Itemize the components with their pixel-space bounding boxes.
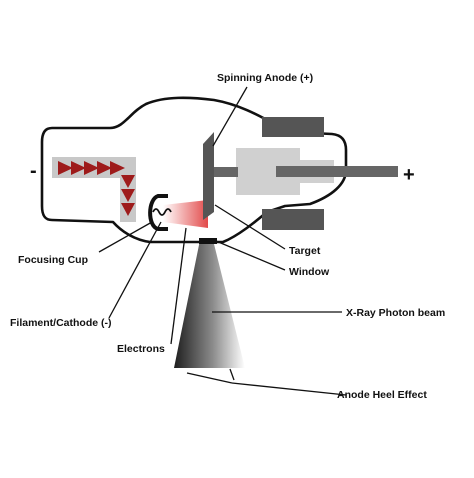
leader-lines [98, 86, 347, 396]
tube-window [199, 238, 217, 244]
label-spinning-anode: Spinning Anode (+) [217, 72, 313, 84]
focusing-cup [148, 194, 168, 231]
filament-coil [152, 208, 172, 216]
electron-flow-arrows [58, 161, 135, 216]
label-xray-beam: X-Ray Photon beam [346, 307, 445, 319]
negative-sign: - [30, 160, 37, 182]
label-window: Window [289, 266, 330, 278]
label-focusing-cup: Focusing Cup [18, 254, 88, 266]
xray-beam-cone [174, 240, 245, 368]
label-target: Target [289, 245, 321, 257]
positive-sign: + [403, 164, 415, 186]
electron-beam [163, 200, 208, 228]
label-filament-cathode: Filament/Cathode (-) [10, 317, 112, 329]
label-anode-heel: Anode Heel Effect [337, 389, 427, 401]
anode-target-disc [203, 132, 214, 220]
glass-envelope [40, 96, 348, 244]
anode-assembly [203, 117, 398, 230]
label-electrons: Electrons [117, 343, 165, 355]
